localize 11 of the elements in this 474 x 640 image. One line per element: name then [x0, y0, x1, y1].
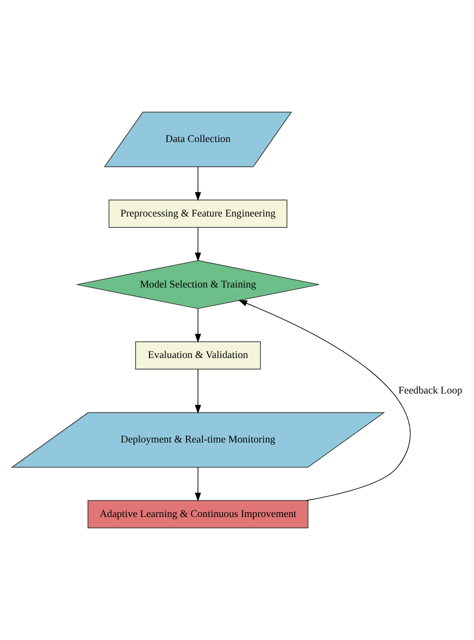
node-diamond: Model Selection & Training — [76, 260, 319, 309]
arrow — [194, 368, 201, 414]
arrow — [194, 227, 201, 262]
node-box: Adaptive Learning & Continuous Improvement — [87, 500, 308, 528]
arrow — [238, 300, 410, 501]
arrow — [194, 308, 201, 343]
edge-label: Feedback Loop — [398, 386, 462, 397]
node-box: Preprocessing & Feature Engineering — [108, 200, 287, 228]
node-box: Evaluation & Validation — [134, 341, 260, 370]
arrow — [194, 166, 201, 202]
arrow — [194, 467, 201, 502]
